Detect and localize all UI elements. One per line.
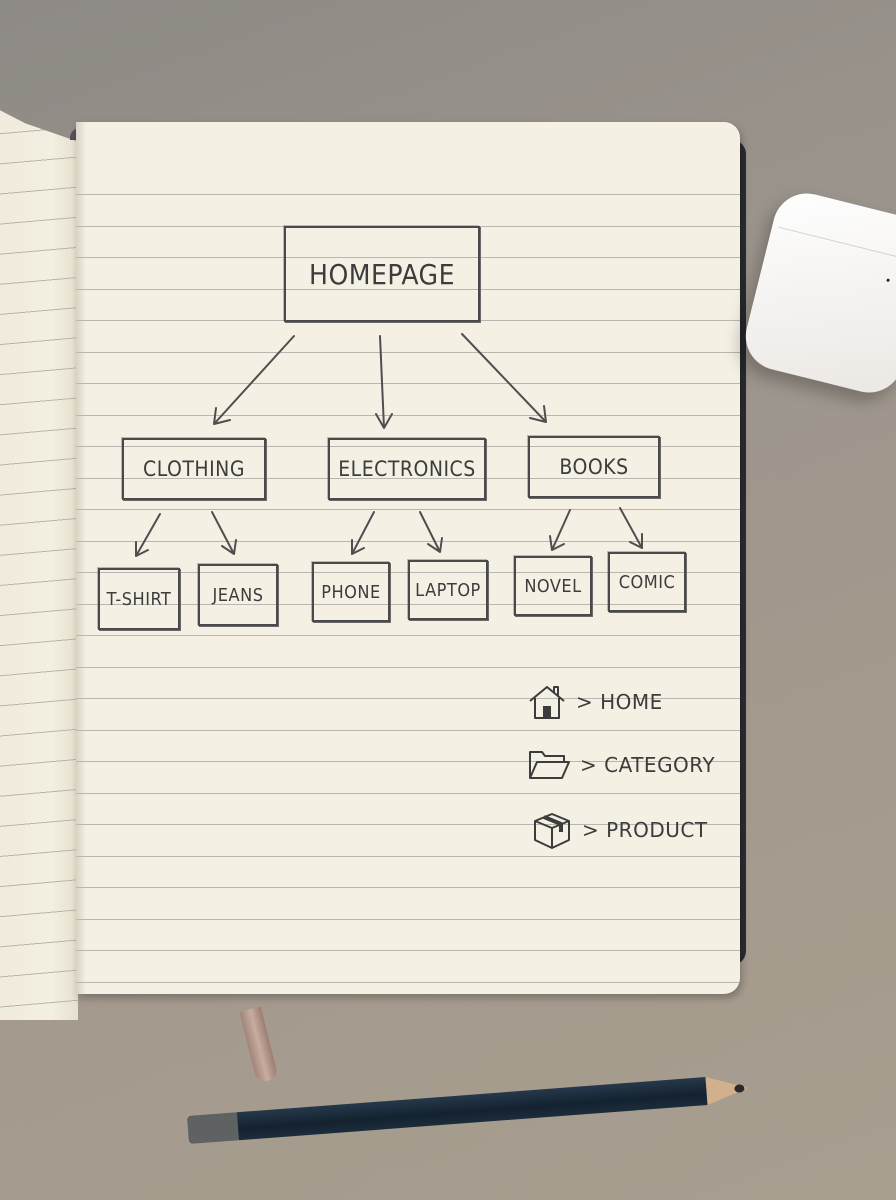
ruled-line xyxy=(76,824,740,825)
ruled-line xyxy=(76,414,740,416)
ruled-line xyxy=(76,666,740,668)
ruled-line xyxy=(76,635,740,636)
pencil xyxy=(186,1073,750,1144)
ruled-line xyxy=(76,855,740,857)
node-category-electronics: ELECTRONICS xyxy=(328,438,486,500)
ruled-line xyxy=(76,950,740,951)
legend-home: > HOME xyxy=(528,684,663,720)
ruled-line xyxy=(76,918,740,920)
ruled-line xyxy=(76,729,740,731)
ruled-line xyxy=(76,698,740,699)
ruled-line xyxy=(76,540,740,542)
legend-product: > PRODUCT xyxy=(532,810,708,850)
ruled-line xyxy=(76,477,740,479)
ruled-line xyxy=(76,792,740,794)
bookmark-ribbon xyxy=(239,1006,279,1084)
box-icon xyxy=(534,813,570,849)
airpods-case xyxy=(738,186,896,400)
ruled-line xyxy=(76,509,740,510)
node-product-laptop: LAPTOP xyxy=(408,560,488,620)
ruled-line xyxy=(76,383,740,384)
notebook-right-page: HOMEPAGE CLOTHING ELECTRONICS BOOKS T-SH… xyxy=(76,122,740,994)
ruled-line xyxy=(76,981,740,983)
notebook-left-page xyxy=(0,105,78,1020)
node-product-comic: COMIC xyxy=(608,552,686,612)
node-category-clothing: CLOTHING xyxy=(122,438,266,500)
ruled-line xyxy=(76,288,740,290)
diagram-arrows xyxy=(135,333,643,557)
node-product-jeans: JEANS xyxy=(198,564,278,626)
node-product-novel: NOVEL xyxy=(514,556,592,616)
ruled-line xyxy=(76,446,740,447)
ruled-line xyxy=(76,887,740,888)
ruled-line xyxy=(76,194,740,195)
node-product-phone: PHONE xyxy=(312,562,390,622)
legend-category: > CATEGORY xyxy=(528,748,715,782)
node-category-books: BOOKS xyxy=(528,436,660,498)
ruled-line xyxy=(76,761,740,762)
node-product-tshirt: T-SHIRT xyxy=(98,568,180,630)
ruled-line xyxy=(76,257,740,258)
folder-icon xyxy=(529,751,570,779)
house-icon xyxy=(529,686,565,719)
node-homepage: HOMEPAGE xyxy=(284,226,480,322)
ruled-line xyxy=(76,351,740,353)
